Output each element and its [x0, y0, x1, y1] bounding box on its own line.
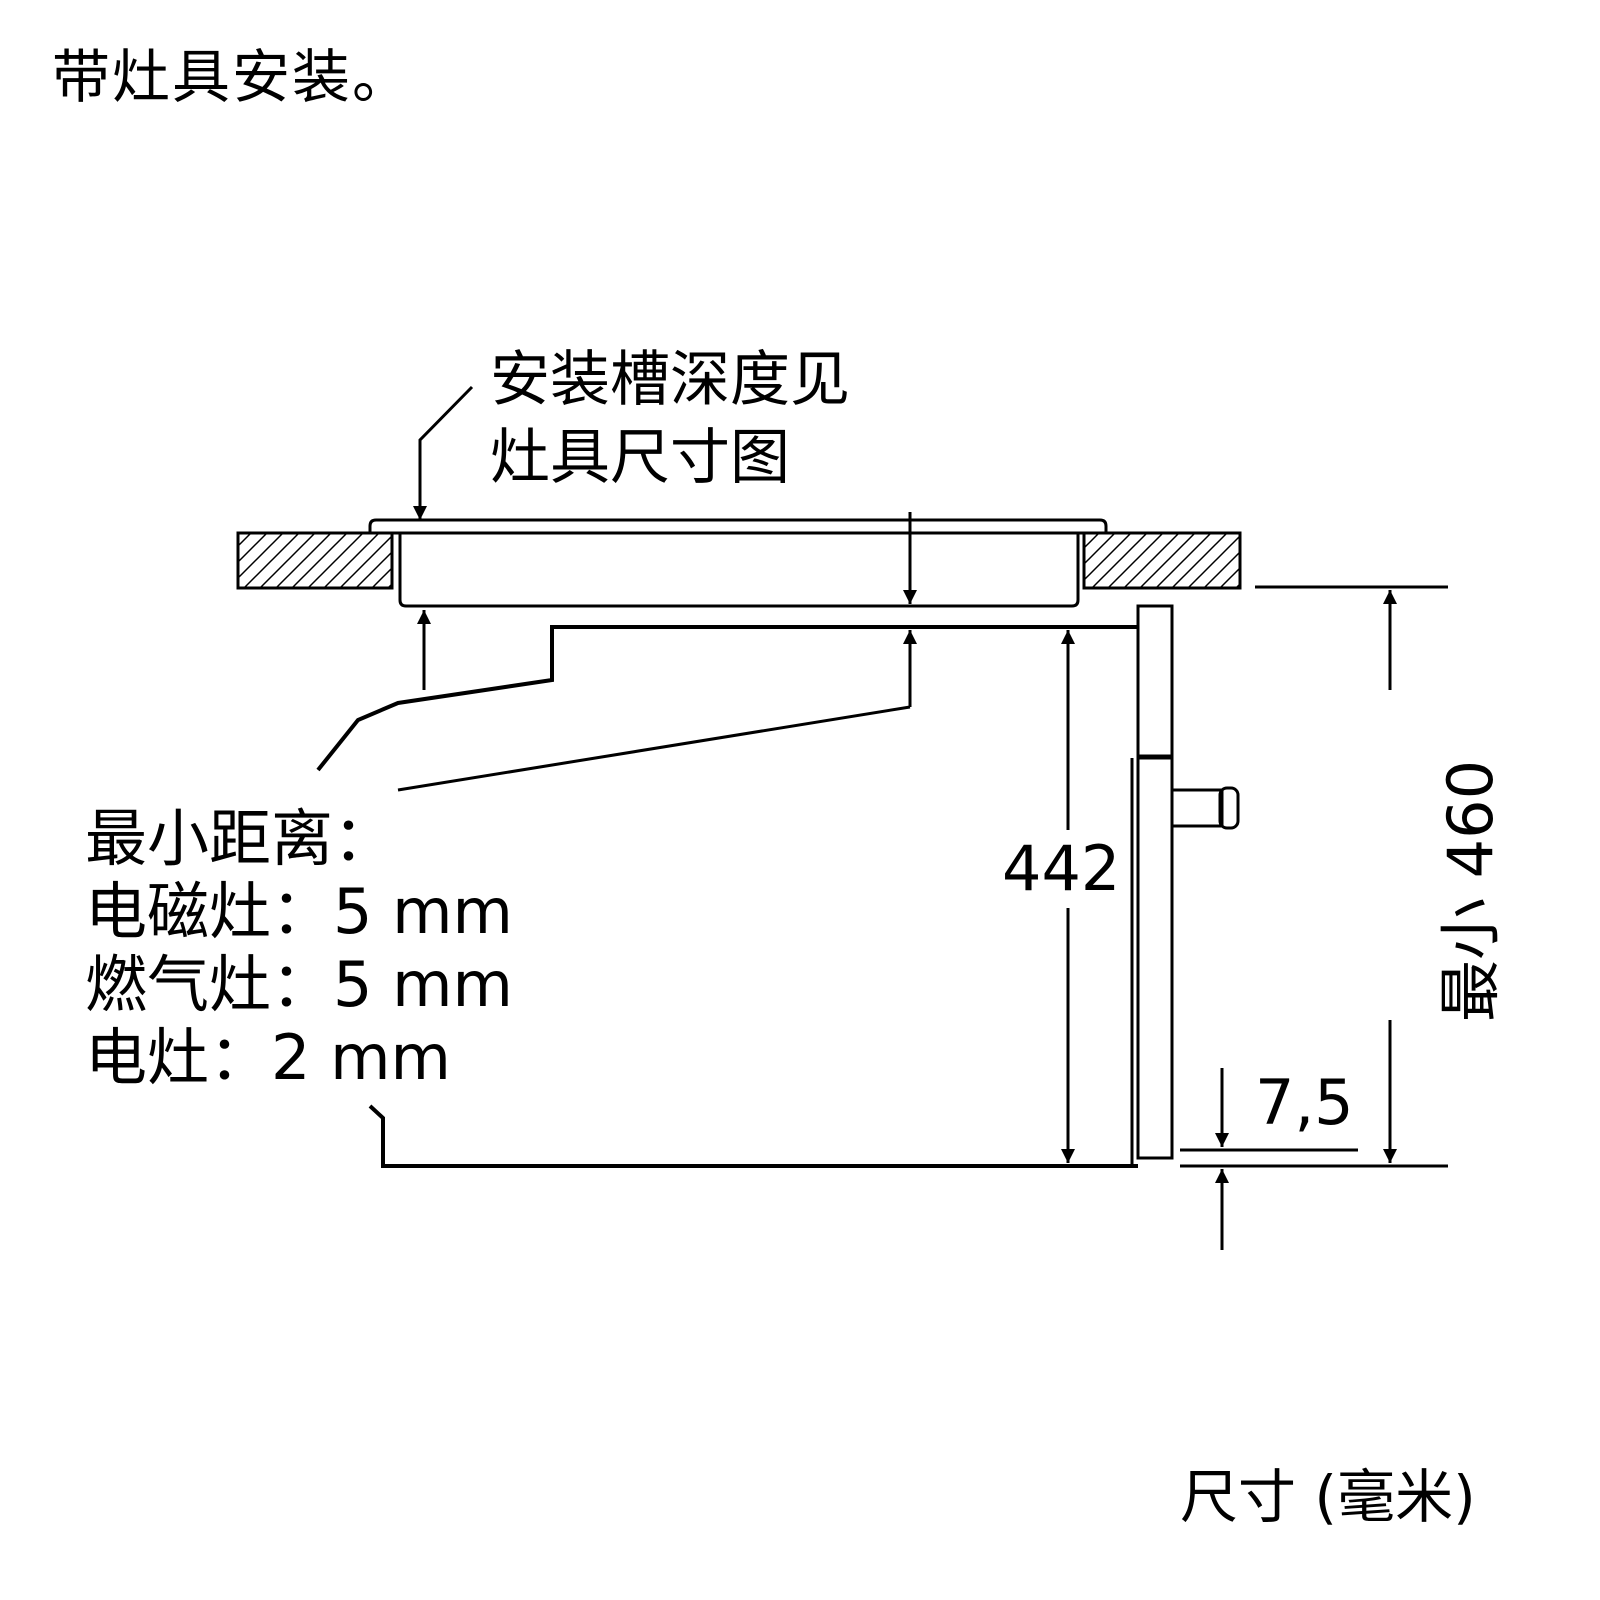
cutout-leader [413, 385, 474, 520]
oven-knob [1170, 786, 1240, 830]
oven-body [316, 625, 1138, 1168]
min-distance-gas: 燃气灶：5 mm [85, 948, 513, 1021]
cutout-note-line2: 灶具尺寸图 [490, 423, 790, 493]
distance-leader [397, 512, 917, 792]
dimension-460-line [1180, 585, 1448, 1168]
dimension-442-label: 442 [1002, 832, 1121, 905]
min-distance-electric: 电灶：2 mm [85, 1021, 451, 1094]
hob [368, 518, 1108, 608]
worktop-right [1082, 531, 1242, 590]
page-title: 带灶具安装。 [52, 43, 413, 111]
worktop-left [236, 531, 394, 590]
dimension-75-line [1180, 1068, 1358, 1250]
oven-door [1130, 604, 1174, 1166]
units-label: 尺寸 (毫米) [1180, 1463, 1476, 1531]
min-distance-heading: 最小距离： [85, 802, 396, 875]
dimension-75-label: 7,5 [1255, 1066, 1354, 1139]
dimension-460-label: 最小 460 [1434, 759, 1508, 1023]
min-distance-induction: 电磁灶：5 mm [85, 875, 513, 948]
cutout-note-line1: 安装槽深度见 [490, 345, 850, 415]
